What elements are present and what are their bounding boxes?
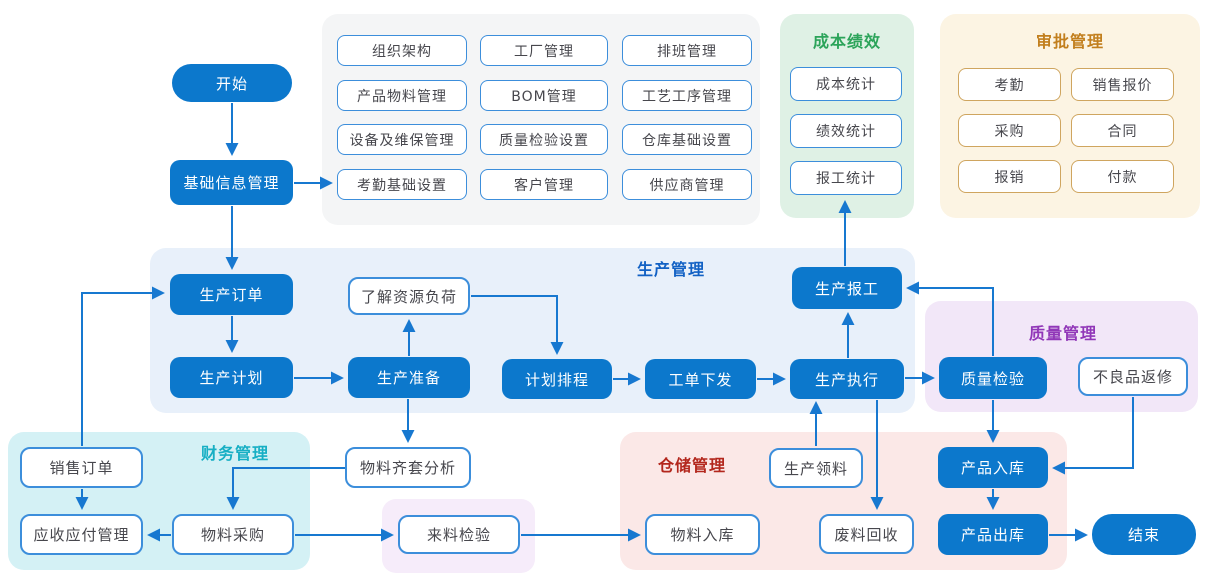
node-material-inbound[interactable]: 物料入库 (645, 514, 760, 555)
box-supplier-management[interactable]: 供应商管理 (622, 169, 752, 200)
node-product-outbound[interactable]: 产品出库 (938, 514, 1048, 555)
box-performance-statistics[interactable]: 绩效统计 (790, 114, 902, 148)
node-start[interactable]: 开始 (172, 64, 292, 102)
box-organization-structure[interactable]: 组织架构 (337, 35, 467, 66)
node-plan-scheduling[interactable]: 计划排程 (502, 359, 612, 399)
box-factory-management[interactable]: 工厂管理 (480, 35, 608, 66)
node-material-kit-analysis[interactable]: 物料齐套分析 (345, 447, 471, 488)
node-material-purchase[interactable]: 物料采购 (172, 514, 294, 555)
box-warehouse-basic-settings[interactable]: 仓库基础设置 (622, 124, 752, 155)
node-product-inbound[interactable]: 产品入库 (938, 447, 1048, 488)
node-resource-load-review[interactable]: 了解资源负荷 (348, 277, 470, 315)
node-scrap-recycling[interactable]: 废料回收 (819, 514, 914, 554)
node-production-plan[interactable]: 生产计划 (170, 357, 293, 398)
node-sales-order[interactable]: 销售订单 (20, 447, 143, 488)
node-incoming-inspection[interactable]: 来料检验 (398, 515, 520, 554)
box-process-route-management[interactable]: 工艺工序管理 (622, 80, 752, 111)
node-production-execution[interactable]: 生产执行 (790, 359, 904, 399)
title-approval-management: 审批管理 (1035, 32, 1104, 51)
node-basic-info-management[interactable]: 基础信息管理 (170, 160, 293, 205)
node-quality-inspection[interactable]: 质量检验 (939, 357, 1047, 399)
box-quality-inspection-settings[interactable]: 质量检验设置 (480, 124, 608, 155)
box-purchase-approval[interactable]: 采购 (958, 114, 1061, 147)
title-cost-performance: 成本绩效 (812, 32, 881, 51)
node-production-picking[interactable]: 生产领料 (769, 448, 863, 488)
box-cost-statistics[interactable]: 成本统计 (790, 67, 902, 101)
box-sales-quotation-approval[interactable]: 销售报价 (1071, 68, 1174, 101)
node-ar-ap-management[interactable]: 应收应付管理 (20, 514, 143, 555)
node-production-preparation[interactable]: 生产准备 (348, 357, 470, 398)
box-reimbursement-approval[interactable]: 报销 (958, 160, 1061, 193)
title-warehouse-management: 仓储管理 (657, 456, 726, 475)
box-attendance-approval[interactable]: 考勤 (958, 68, 1061, 101)
box-shift-management[interactable]: 排班管理 (622, 35, 752, 66)
box-product-material-management[interactable]: 产品物料管理 (337, 80, 467, 111)
node-end[interactable]: 结束 (1092, 514, 1196, 555)
node-production-reporting[interactable]: 生产报工 (792, 267, 902, 309)
box-contract-approval[interactable]: 合同 (1071, 114, 1174, 147)
title-quality-management: 质量管理 (1028, 324, 1097, 343)
box-attendance-basic-settings[interactable]: 考勤基础设置 (337, 169, 467, 200)
box-work-report-statistics[interactable]: 报工统计 (790, 161, 902, 195)
box-customer-management[interactable]: 客户管理 (480, 169, 608, 200)
node-production-order[interactable]: 生产订单 (170, 274, 293, 315)
box-bom-management[interactable]: BOM管理 (480, 80, 608, 111)
title-production-management: 生产管理 (636, 260, 705, 279)
box-equipment-maintenance-management[interactable]: 设备及维保管理 (337, 124, 467, 155)
node-defective-product-repair[interactable]: 不良品返修 (1078, 357, 1188, 396)
title-finance-management: 财务管理 (200, 444, 269, 463)
box-payment-approval[interactable]: 付款 (1071, 160, 1174, 193)
node-work-order-release[interactable]: 工单下发 (645, 359, 756, 399)
